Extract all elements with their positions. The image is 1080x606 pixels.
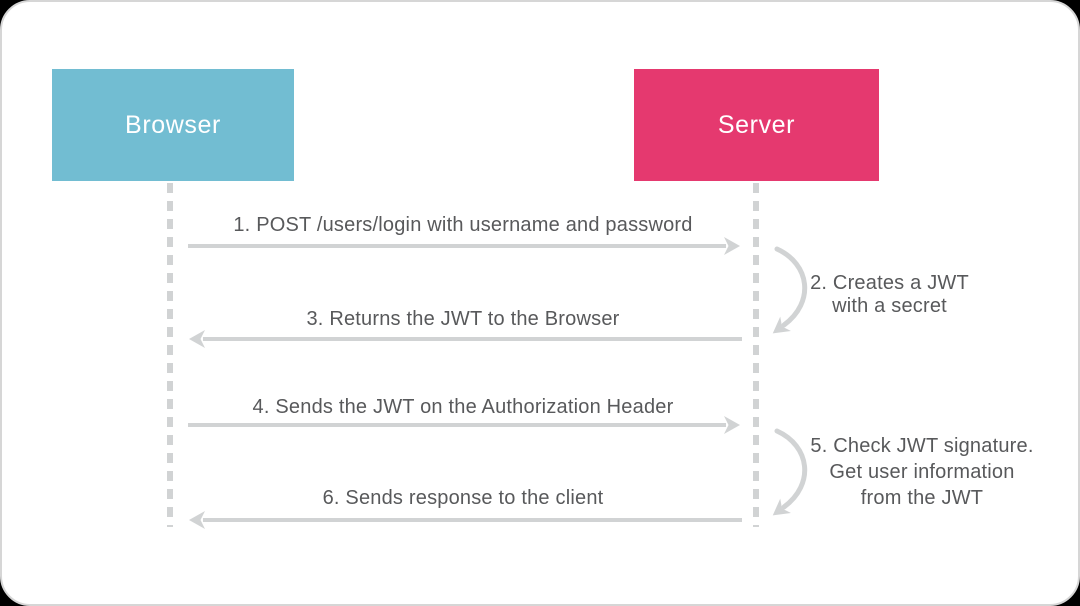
self-arrow-step-5 bbox=[772, 428, 808, 516]
actor-server-label: Server bbox=[717, 110, 796, 139]
message-label-4: 4. Sends the JWT on the Authorization He… bbox=[252, 396, 674, 418]
self-arrow-step-2 bbox=[772, 246, 808, 334]
message-label-6: 6. Sends response to the client bbox=[322, 487, 604, 509]
self-note-2-line2: with a secret bbox=[832, 295, 947, 317]
self-note-5-line1: 5. Check JWT signature. bbox=[810, 435, 1034, 457]
actor-box-server: Server bbox=[634, 69, 879, 181]
message-label-3: 3. Returns the JWT to the Browser bbox=[306, 308, 620, 330]
self-note-5-line3: from the JWT bbox=[860, 487, 984, 509]
actor-browser-label: Browser bbox=[125, 110, 221, 139]
self-note-5: 5. Check JWT signature. Get user informa… bbox=[807, 433, 1037, 511]
self-note-5-line2: Get user information bbox=[829, 461, 1015, 483]
self-note-2: 2. Creates a JWT with a secret bbox=[797, 272, 982, 318]
actor-box-browser: Browser bbox=[52, 69, 294, 181]
message-label-1: 1. POST /users/login with username and p… bbox=[233, 214, 693, 236]
self-note-2-line1: 2. Creates a JWT bbox=[810, 272, 969, 294]
